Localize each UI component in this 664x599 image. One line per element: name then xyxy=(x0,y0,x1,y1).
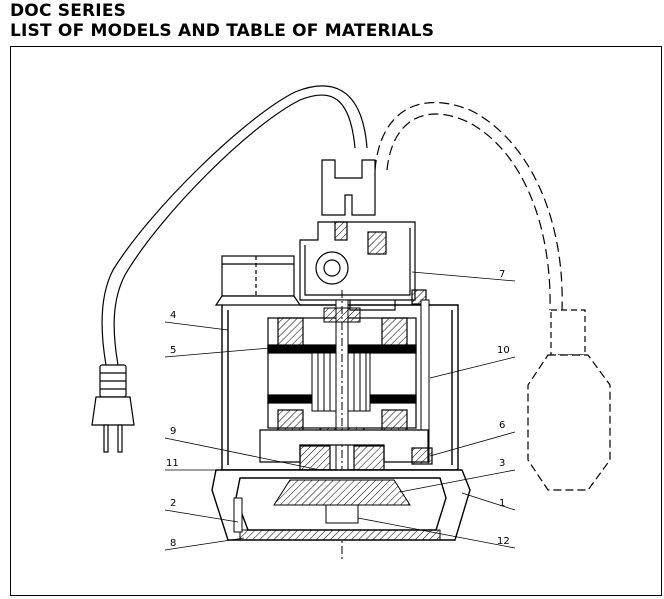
impeller xyxy=(273,479,411,524)
section-subtitle: LIST OF MODELS AND TABLE OF MATERIALS xyxy=(10,21,435,41)
callout-11: 11 xyxy=(166,458,179,469)
leader-lines xyxy=(164,271,516,551)
strainer-base xyxy=(233,497,441,541)
switch-housing xyxy=(299,221,427,311)
diagram-frame xyxy=(10,46,662,596)
callout-3: 3 xyxy=(499,458,505,469)
callout-6: 6 xyxy=(499,420,505,431)
callout-8: 8 xyxy=(170,538,176,549)
callout-9: 9 xyxy=(170,426,176,437)
discharge-outlet xyxy=(214,255,302,306)
callout-1: 1 xyxy=(499,498,505,509)
handle xyxy=(321,159,376,216)
callout-12: 12 xyxy=(497,536,510,547)
callout-5: 5 xyxy=(170,345,176,356)
callout-4: 4 xyxy=(170,310,176,321)
callout-10: 10 xyxy=(497,345,510,356)
float-switch-cable xyxy=(374,101,563,311)
power-plug xyxy=(91,364,135,453)
float-switch xyxy=(527,309,611,491)
callout-7: 7 xyxy=(499,269,505,280)
series-title: DOC SERIES xyxy=(10,1,127,21)
callout-labels: 4 5 9 11 2 8 7 10 6 3 1 12 xyxy=(166,269,510,549)
callout-2: 2 xyxy=(170,498,176,509)
power-cable xyxy=(101,85,368,366)
seal-housing xyxy=(259,429,433,471)
